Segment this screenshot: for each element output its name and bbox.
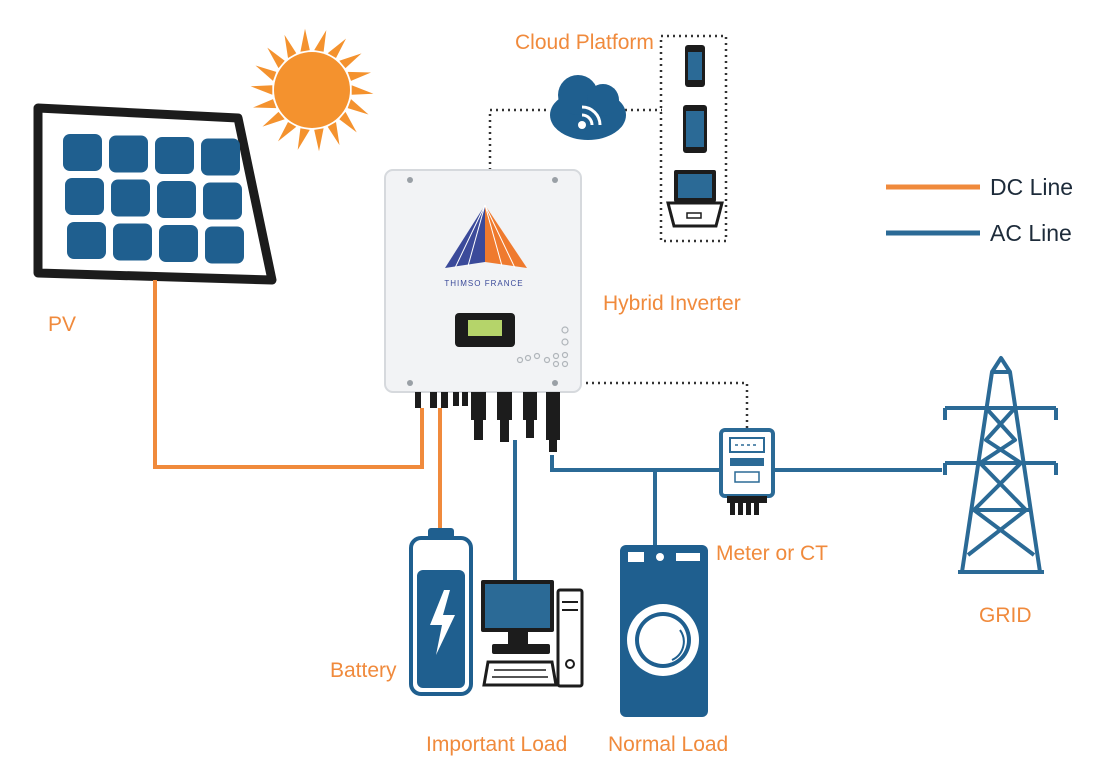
grid-ac-line [550, 455, 942, 472]
solar-cell [159, 225, 198, 262]
inverter-icon: THIMSO FRANCE [384, 169, 582, 452]
solar-cell [111, 179, 150, 217]
legend-ac-line: AC Line [990, 220, 1072, 246]
solar-cell [65, 178, 104, 215]
tablet-icon [683, 105, 707, 153]
brand-name: THIMSO FRANCE [444, 279, 523, 288]
label-hybrid-inverter: Hybrid Inverter [603, 292, 741, 315]
label-cloud-platform: Cloud Platform [515, 31, 654, 54]
label-grid: GRID [979, 604, 1032, 627]
cloud-wifi-icon [550, 75, 626, 140]
battery-icon [409, 528, 473, 696]
dc-lines [153, 280, 442, 528]
computer-icon [481, 580, 584, 688]
brand-logo [445, 204, 527, 269]
label-meter-or-ct: Meter or CT [716, 542, 828, 565]
solar-cell [113, 223, 152, 261]
label-normal-load: Normal Load [608, 733, 728, 756]
solar-cell [155, 137, 194, 174]
pv-dc-line [153, 280, 424, 469]
solar-cell [205, 226, 244, 264]
communication-lines [488, 34, 749, 430]
label-battery: Battery [330, 659, 397, 682]
washing-machine-icon [620, 545, 708, 717]
solar-cell [67, 222, 106, 259]
solar-panel-icon [33, 103, 277, 285]
laptop-icon [666, 170, 724, 228]
ac-lines [513, 440, 942, 580]
solar-cell [109, 135, 148, 173]
solar-cell [157, 181, 196, 218]
solar-cell [203, 182, 242, 220]
label-pv: PV [48, 313, 76, 336]
label-important-load: Important Load [426, 733, 567, 756]
smartphone-icon [685, 45, 705, 87]
transmission-tower-icon [943, 356, 1058, 574]
solar-cell [201, 138, 240, 176]
legend: DC Line AC Line [886, 174, 1073, 246]
sun-icon [250, 28, 374, 152]
legend-dc-line: DC Line [990, 174, 1073, 200]
solar-cell [63, 134, 102, 171]
meter-icon [719, 428, 775, 515]
